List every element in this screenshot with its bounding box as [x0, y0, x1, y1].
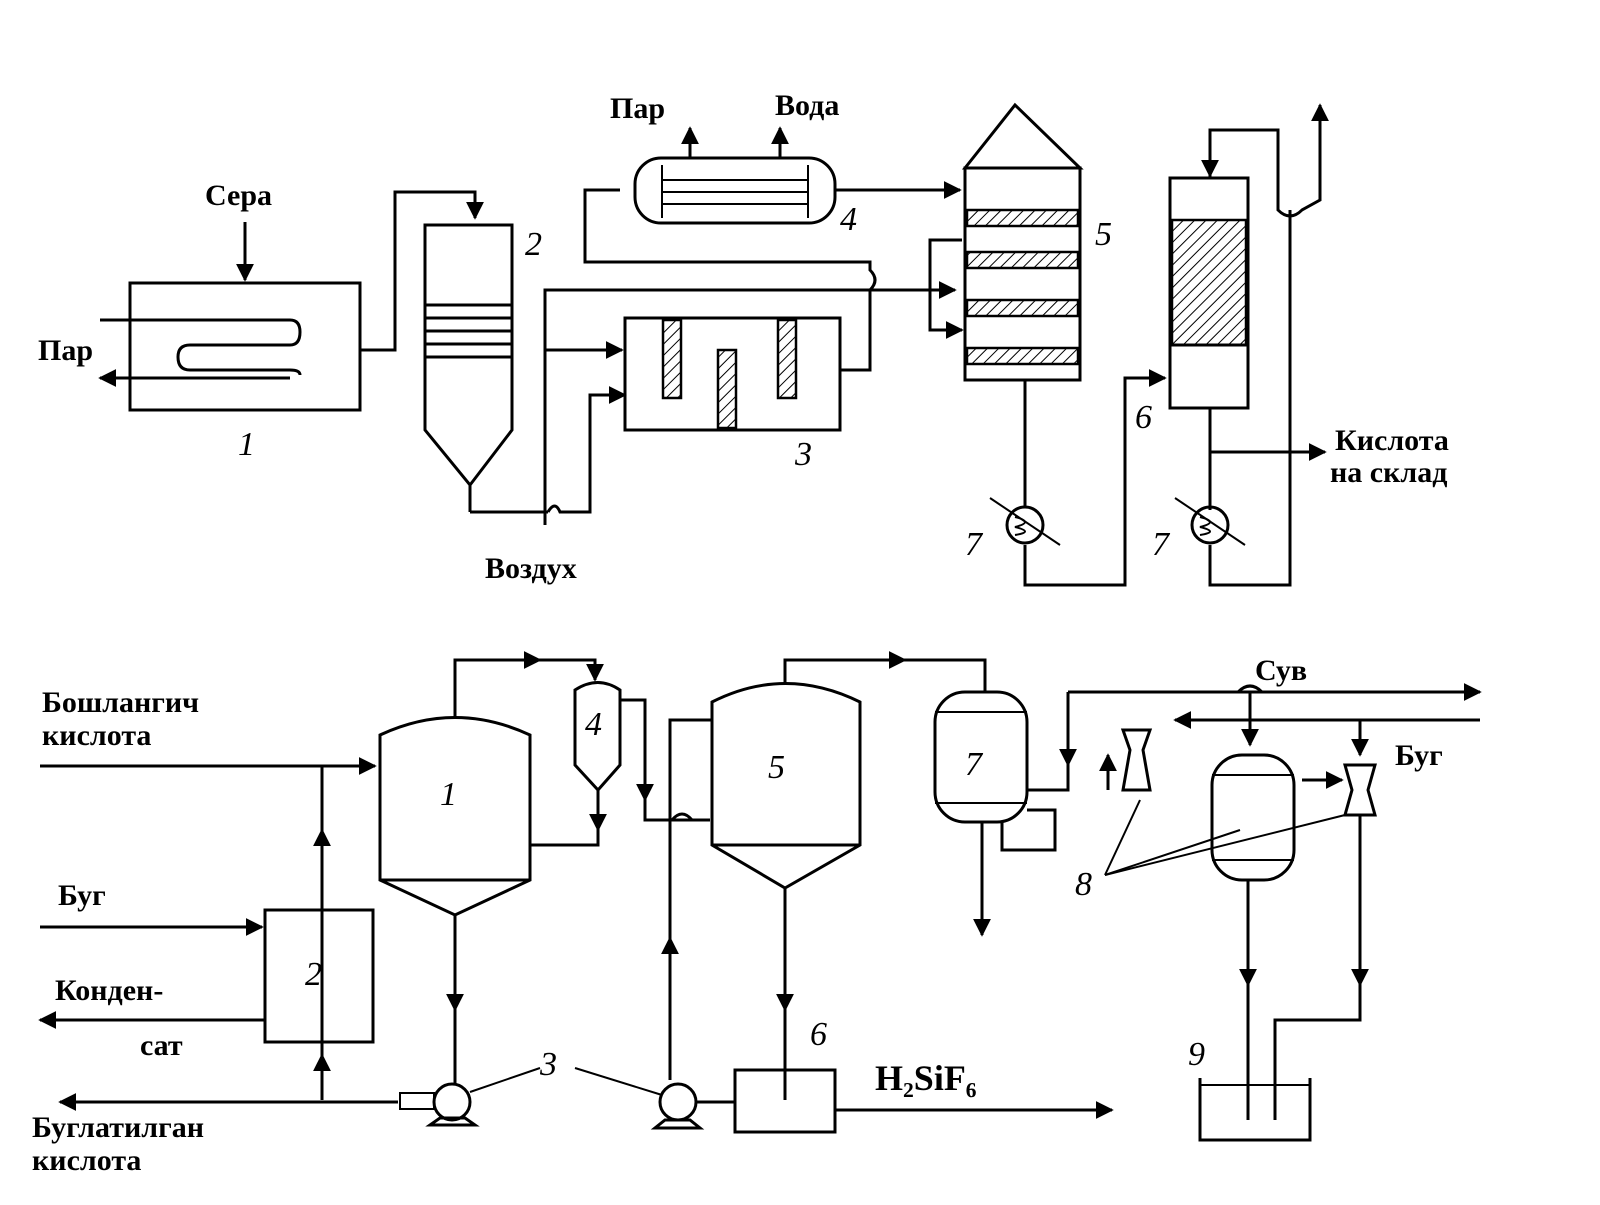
number-6: 6: [810, 1016, 827, 1053]
heat-exchanger-4: [633, 126, 962, 225]
number-5: 5: [768, 749, 785, 786]
evaporator-1: [378, 651, 604, 1085]
sulfur-label: Сера: [205, 179, 272, 212]
number-5: 5: [1095, 216, 1112, 253]
number-1: 1: [440, 776, 457, 813]
pump-3-left: [58, 1082, 480, 1127]
barometric-vessel: [1210, 753, 1369, 1120]
steam-left-label: Пар: [38, 334, 93, 367]
water-label: Сув: [1255, 654, 1307, 687]
number-7b: 7: [1152, 526, 1171, 563]
water-label: Вода: [775, 89, 839, 122]
absorber-6: [1168, 103, 1329, 587]
contact-apparatus-3: [623, 316, 842, 432]
acid-label-line1: Кислота: [1335, 424, 1449, 457]
settler-2: [423, 223, 548, 514]
evaporated-acid-label-line1: Буглатилган: [32, 1111, 204, 1144]
vessel-7: [933, 690, 1057, 937]
number-6: 6: [1135, 399, 1152, 436]
heater-2: [38, 908, 375, 1044]
condensate-label-line2: сат: [140, 1029, 183, 1062]
steam-right-label: Буг: [1395, 739, 1443, 772]
number-2: 2: [305, 956, 322, 993]
furnace-1: [98, 190, 484, 412]
initial-acid-label-line1: Бошлангич: [42, 686, 199, 719]
number-2: 2: [525, 226, 542, 263]
air-lines: [543, 188, 957, 525]
vessel-5: [661, 651, 987, 1100]
pump-3-right: [650, 1082, 735, 1130]
condensate-label-line1: Конден-: [55, 974, 163, 1007]
water-and-ejectors: [1027, 683, 1482, 876]
number-3: 3: [794, 436, 812, 473]
cooler-7a: [989, 497, 1061, 546]
product-label: H₂SiF₆: [875, 1058, 977, 1098]
tank-9: [1198, 1078, 1312, 1142]
steam-in-label: Буг: [58, 879, 106, 912]
initial-acid-label-line2: кислота: [42, 719, 151, 752]
cooler-7b: [1174, 497, 1246, 546]
number-1: 1: [238, 426, 255, 463]
collector-6: [733, 1068, 1114, 1134]
number-7: 7: [965, 746, 984, 783]
bottom-acid-evaporation-scheme: Бошлангич кислота Буг Конден- сат Буглат…: [32, 651, 1482, 1177]
steam-top-label: Пар: [610, 92, 665, 125]
number-8: 8: [1075, 866, 1092, 903]
number-9: 9: [1188, 1036, 1205, 1073]
evaporated-acid-label-line2: кислота: [32, 1144, 141, 1177]
number-4: 4: [840, 201, 857, 238]
air-label: Воздух: [485, 552, 577, 585]
top-sulfuric-acid-scheme: Сера Пар Пар Вода Воздух Кислота на скла…: [38, 89, 1449, 587]
number-7a: 7: [965, 526, 984, 563]
tower-5: [928, 102, 1167, 587]
acid-label-line2: на склад: [1330, 456, 1447, 489]
number-4: 4: [585, 706, 602, 743]
number-3: 3: [539, 1046, 557, 1083]
separator-4: [573, 681, 710, 832]
